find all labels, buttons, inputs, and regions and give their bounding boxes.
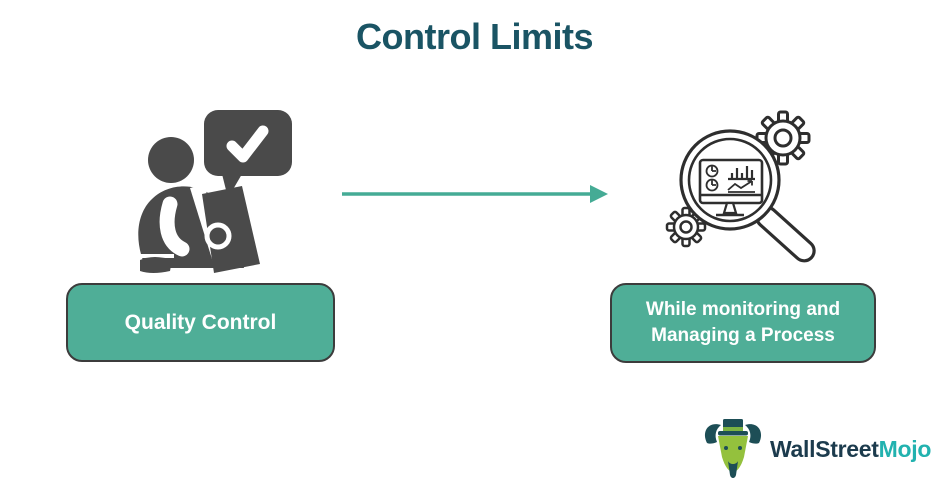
wordmark-mojo: Mojo bbox=[878, 435, 932, 462]
person-with-check-bubble-icon bbox=[132, 92, 324, 278]
arrow-right-icon bbox=[338, 180, 610, 208]
bull-mascot-icon bbox=[701, 417, 765, 481]
page-title: Control Limits bbox=[356, 16, 593, 57]
quality-control-text: Quality Control bbox=[124, 310, 277, 334]
arrow-right-svg bbox=[342, 185, 608, 203]
magnifier-process-analysis-icon bbox=[658, 100, 883, 272]
person-with-check-bubble-svg bbox=[136, 110, 292, 273]
bull-mascot-svg bbox=[704, 419, 762, 478]
monitoring-process-label: While monitoring and Managing a Process bbox=[610, 283, 876, 363]
wallstreetmojo-logo: WallStreetMojo bbox=[701, 416, 931, 482]
wordmark-wallstreet: WallStreet bbox=[770, 435, 879, 462]
magnifier-process-analysis-svg bbox=[665, 110, 816, 263]
monitoring-process-text-line2: Managing a Process bbox=[651, 325, 835, 346]
quality-control-label: Quality Control bbox=[66, 283, 335, 362]
monitoring-process-text-line1: While monitoring and bbox=[645, 299, 841, 321]
wallstreetmojo-wordmark: WallStreetMojo bbox=[770, 436, 931, 463]
